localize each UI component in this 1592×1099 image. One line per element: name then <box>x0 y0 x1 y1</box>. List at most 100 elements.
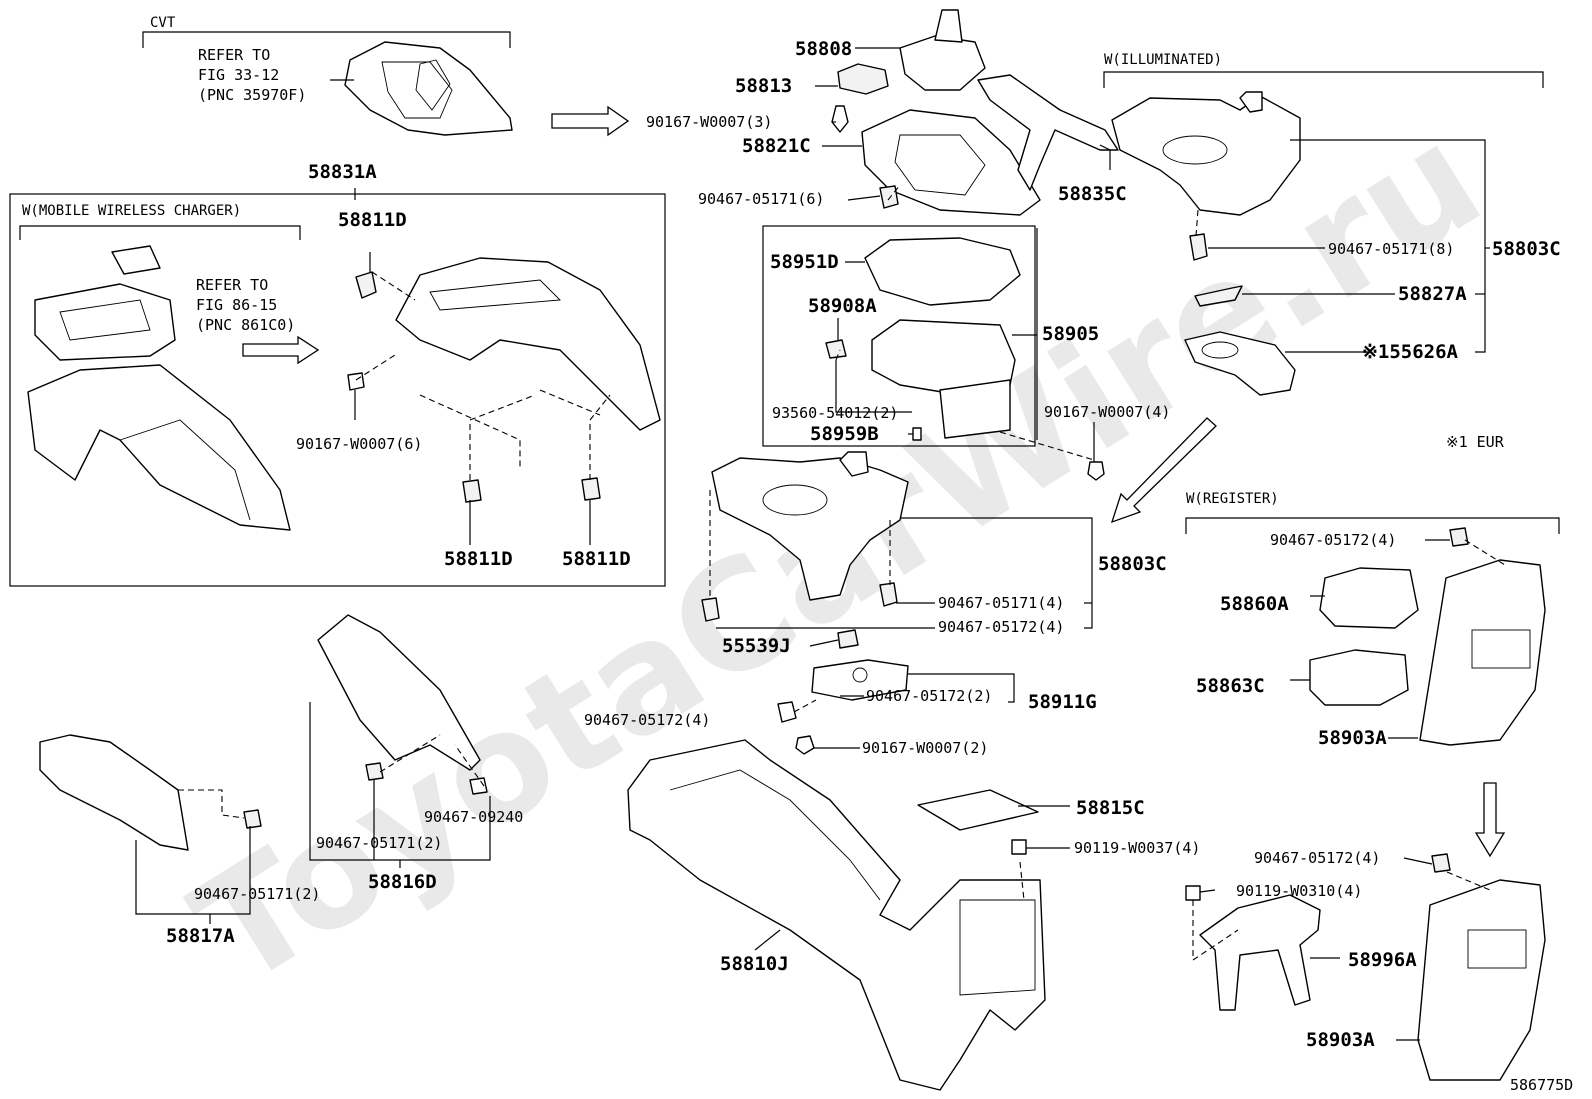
trim-strip-58835c <box>977 74 1119 191</box>
cvt-ref-line-3: (PNC 35970F) <box>198 86 306 104</box>
cvt-group-label: CVT <box>150 15 176 31</box>
part-58813-shape <box>837 63 889 95</box>
dashed-lines <box>178 184 1506 962</box>
pnc-58827a: 58827A <box>1398 283 1467 305</box>
pnc-58821c: 58821C <box>742 135 811 157</box>
clip-icon <box>347 372 365 391</box>
switch-panel-58911g <box>811 659 909 701</box>
pnc-58815c: 58815C <box>1076 797 1145 819</box>
console-bezel-58821c <box>861 109 1041 216</box>
part-58827a-shape <box>1194 285 1243 307</box>
clip-icon <box>469 777 488 795</box>
console-lid-58951d <box>864 237 1021 306</box>
pnc-90467-05171-4: 90467-05171(4) <box>938 594 1064 612</box>
clip-icon <box>1189 233 1208 261</box>
pnc-90467-05171-2b: 90467-05171(2) <box>194 885 320 903</box>
pnc-58811d-bottom-1: 58811D <box>444 548 513 570</box>
pnc-90467-05171-2a: 90467-05171(2) <box>316 834 442 852</box>
pnc-90467-05172-4d: 90467-05172(4) <box>1254 849 1380 867</box>
assembly-58905-box <box>762 225 1036 447</box>
leader-lines <box>135 47 1490 1041</box>
clip-icon <box>355 271 377 299</box>
wireless-ref-line-2: FIG 86-15 <box>196 296 277 314</box>
diagram-id: 586775D <box>1510 1076 1573 1094</box>
pnc-90467-05171-8: 90467-05171(8) <box>1328 240 1454 258</box>
pnc-58863c: 58863C <box>1196 675 1265 697</box>
illuminated-group-bracket: W(ILLUMINATED) <box>1103 52 1544 88</box>
console-cupholder-illuminated <box>1111 91 1301 216</box>
pnc-58905: 58905 <box>1042 323 1099 345</box>
pnc-58816d: 58816D <box>368 871 437 893</box>
arrow-down-left-icon <box>1110 417 1217 524</box>
tray-58863c <box>1309 649 1409 706</box>
pnc-58817a: 58817A <box>166 925 235 947</box>
rear-panel-58903a-bottom <box>1417 879 1546 1081</box>
pnc-58803c-top: 58803C <box>1492 238 1561 260</box>
pnc-90119-w0037-4: 90119-W0037(4) <box>1074 839 1200 857</box>
bolt-icon <box>1011 839 1027 855</box>
pnc-90467-05171-6: 90467-05171(6) <box>698 190 824 208</box>
pnc-58911g: 58911G <box>1028 691 1097 713</box>
pnc-90119-w0310-4: 90119-W0310(4) <box>1236 882 1362 900</box>
clip-icon <box>831 105 849 133</box>
pnc-55539j: 55539J <box>722 635 791 657</box>
pnc-58831a: 58831A <box>308 161 377 183</box>
screw-icon <box>795 735 815 755</box>
clip-icon <box>701 597 720 622</box>
bracket-58996a <box>1199 894 1321 1011</box>
pnc-90467-05172-2: 90467-05172(2) <box>866 687 992 705</box>
pnc-58903a-bottom: 58903A <box>1306 1029 1375 1051</box>
arrow-right-icon <box>242 335 320 365</box>
console-cupholder-58803c <box>711 451 909 601</box>
pnc-90467-05172-4a: 90467-05172(4) <box>938 618 1064 636</box>
wireless-ref-line-3: (PNC 861C0) <box>196 316 295 334</box>
console-box-58905 <box>871 319 1016 439</box>
pnc-58811d-bottom-2: 58811D <box>562 548 631 570</box>
cup-insert-55626a <box>1184 331 1296 396</box>
side-panel-58817a <box>39 734 189 851</box>
pnc-90167-w0007-6: 90167-W0007(6) <box>296 435 422 453</box>
rear-panel-58903a-top <box>1419 559 1546 746</box>
pnc-90467-05172-4b: 90467-05172(4) <box>584 711 710 729</box>
cvt-ref-line-2: FIG 33-12 <box>198 66 279 84</box>
clip-icon <box>879 582 898 607</box>
register-group-label: W(REGISTER) <box>1186 491 1279 507</box>
pad-58815c <box>917 789 1039 831</box>
pnc-58811d-top: 58811D <box>338 209 407 231</box>
screw-icon <box>1087 461 1105 481</box>
clip-icon <box>462 479 482 503</box>
illuminated-group-label: W(ILLUMINATED) <box>1104 52 1222 68</box>
pnc-58908a: 58908A <box>808 295 877 317</box>
pnc-58810j: 58810J <box>720 953 789 975</box>
pnc-58996a: 58996A <box>1348 949 1417 971</box>
shift-boot <box>899 9 986 91</box>
pnc-90167-w0007-4: 90167-W0007(4) <box>1044 403 1170 421</box>
pnc-58860a: 58860A <box>1220 593 1289 615</box>
pnc-58903a-top: 58903A <box>1318 727 1387 749</box>
pnc-90467-09240: 90467-09240 <box>424 808 523 826</box>
pnc-90467-05172-4c: 90467-05172(4) <box>1270 531 1396 549</box>
pnc-55626a: ※155626A <box>1362 341 1459 363</box>
console-body-58810j <box>627 739 1046 1091</box>
cvt-group-bracket: CVT <box>142 15 511 48</box>
pnc-58808: 58808 <box>795 38 852 60</box>
clip-icon <box>1431 853 1451 873</box>
clip-icon <box>1449 527 1469 547</box>
side-panel-58816d <box>317 614 481 771</box>
pnc-58803c-mid: 58803C <box>1098 553 1167 575</box>
air-register-58860a <box>1319 567 1419 629</box>
arrow-right-icon <box>551 105 630 137</box>
arrow-down-icon <box>1474 782 1506 858</box>
clip-icon <box>243 809 262 829</box>
wireless-charger-module <box>34 245 176 361</box>
wireless-console-panel <box>27 364 291 531</box>
pnc-58959b: 58959B <box>810 423 879 445</box>
clip-icon <box>581 477 601 501</box>
clip-icon <box>912 427 922 441</box>
bolt-icon <box>1185 885 1201 901</box>
part-55539j-shape <box>837 629 859 649</box>
clip-icon <box>365 762 384 781</box>
pnc-58835c: 58835C <box>1058 183 1127 205</box>
cvt-shift-bezel <box>344 41 513 136</box>
